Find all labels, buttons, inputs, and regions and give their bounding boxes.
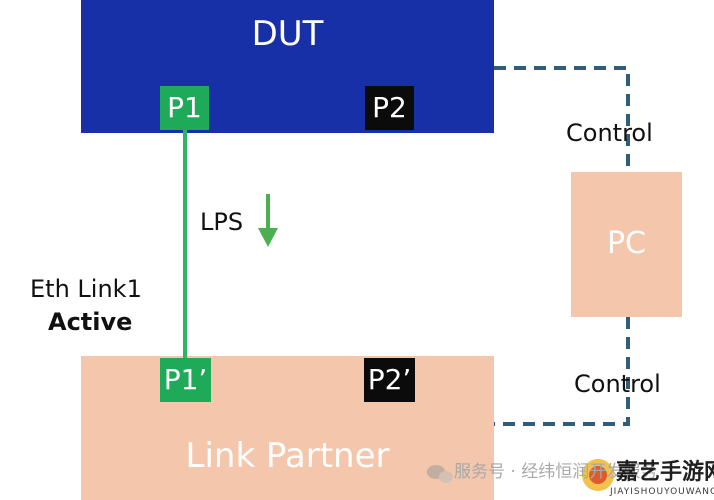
control-label-top: Control <box>566 119 653 147</box>
control-label-bottom: Control <box>574 370 661 398</box>
partner-port-p2: P2’ <box>364 358 415 402</box>
wechat-icon <box>427 465 453 483</box>
badge-subtitle: JIAYISHOUYOUWANG <box>610 487 714 497</box>
badge-title: 嘉艺手游网 <box>616 460 714 485</box>
pc-box <box>571 172 682 317</box>
dut-box <box>81 0 494 133</box>
lps-down-arrow-icon <box>258 194 278 247</box>
link-partner-box <box>81 356 494 500</box>
dut-port-p2: P2 <box>365 86 414 130</box>
pc-title: PC <box>606 226 647 261</box>
watermark-text: 服务号 · 经纬恒润开发服务 <box>454 462 658 482</box>
dut-port-p1: P1 <box>160 86 209 130</box>
dut-title: DUT <box>251 14 324 54</box>
lps-label: LPS <box>200 208 244 236</box>
link-partner-title: Link Partner <box>185 436 390 476</box>
badge-logo-icon <box>582 459 614 491</box>
active-label: Active <box>48 308 133 336</box>
eth-link-label: Eth Link1 <box>30 275 142 303</box>
partner-port-p1: P1’ <box>160 358 211 402</box>
control-line-bottom <box>494 317 630 426</box>
control-line-top <box>494 66 630 172</box>
